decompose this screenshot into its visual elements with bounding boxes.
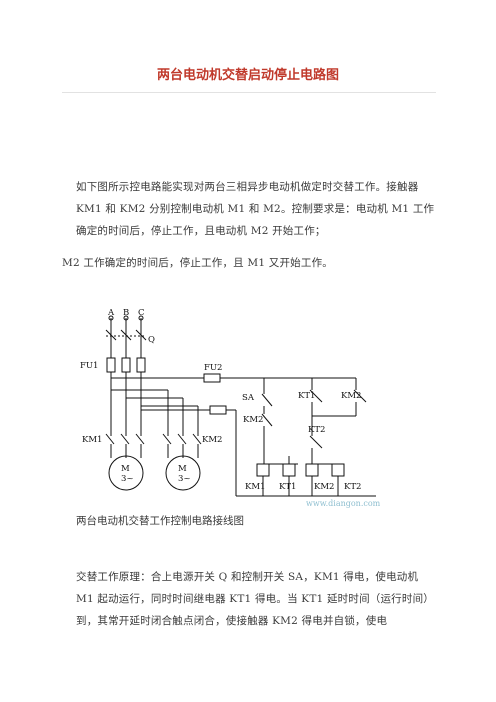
label-kt1-contact: KT1 [298,391,315,401]
circuit-diagram: A B C Q FU1 FU2 KM1 KM2 M 3~ M 3~ SA KM2… [80,308,381,508]
label-motor2-name: M [178,464,187,474]
diagram-caption: 两台电动机交替工作控制电路接线图 [76,515,244,527]
label-sa: SA [242,393,255,403]
label-fu1: FU1 [80,361,98,371]
label-km2-nc: KM2 [243,415,263,425]
label-switch-q: Q [148,335,155,345]
label-coil-km1: KM1 [245,482,265,492]
label-motor1-name: M [121,464,130,474]
label-fu2: FU2 [204,363,222,373]
document-title: 两台电动机交替启动停止电路图 [156,68,339,83]
label-km1-contacts: KM1 [82,435,102,445]
label-km2-no: KM2 [341,391,361,401]
label-motor2-type: 3~ [178,474,191,484]
working-principle-paragraph: 交替工作原理：合上电源开关 Q 和控制开关 SA，KM1 得电，使电动机 M1 … [76,571,434,627]
label-motor1-type: 3~ [121,474,134,484]
label-coil-kt2: KT2 [344,482,361,492]
label-phase-c: C [138,308,145,318]
label-km2-contacts: KM2 [202,435,222,445]
label-coil-kt1: KT1 [279,482,296,492]
label-phase-b: B [123,308,129,318]
title-divider [62,92,436,93]
label-phase-a: A [107,308,115,318]
watermark: www.diangon.com [306,499,381,508]
intro-paragraph-continued: M2 工作确定的时间后，停止工作，且 M1 又开始工作。 [62,257,333,269]
label-kt2-contact: KT2 [308,425,325,435]
intro-paragraph: 如下图所示控电路能实现对两台三相异步电动机做定时交替工作。接触器 KM1 和 K… [76,181,435,237]
label-coil-km2: KM2 [314,482,334,492]
